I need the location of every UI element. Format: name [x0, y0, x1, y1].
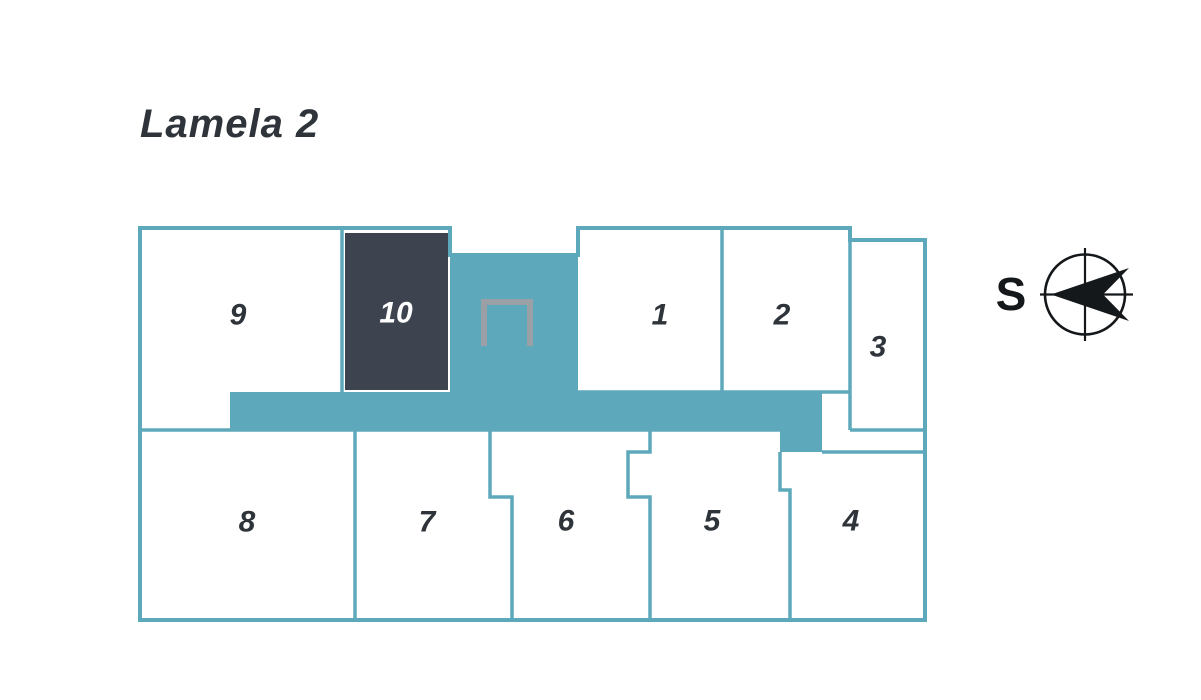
compass-needle-icon	[1051, 268, 1129, 321]
stair-flight-right	[523, 283, 561, 347]
stairwell	[459, 283, 561, 347]
compass-circle-icon	[1043, 253, 1127, 336]
unit-label-9: 9	[230, 299, 247, 332]
unit-4[interactable]	[792, 454, 923, 618]
unit-10-highlight	[345, 233, 448, 390]
stair-steps-right-icon	[524, 289, 560, 340]
stair-steps-left-icon	[460, 289, 496, 340]
unit-label-4: 4	[842, 505, 860, 538]
unit-label-7: 7	[419, 506, 437, 539]
unit-7[interactable]	[357, 432, 488, 618]
unit-1[interactable]	[580, 230, 720, 390]
elevator-outline-icon	[481, 299, 533, 346]
unit-5[interactable]	[652, 432, 778, 618]
unit-10[interactable]	[345, 233, 448, 390]
unit-label-10: 10	[379, 297, 413, 330]
unit-9[interactable]	[142, 230, 340, 390]
unit-label-5: 5	[704, 505, 722, 538]
unit-2[interactable]	[724, 230, 848, 390]
interior-walls	[140, 228, 925, 620]
stair-flight-left	[459, 283, 497, 347]
unit-label-3: 3	[870, 331, 887, 364]
unit-label-8: 8	[239, 506, 256, 539]
unit-label-1: 1	[652, 299, 669, 332]
unit-label-2: 2	[773, 299, 791, 332]
compass: S	[996, 248, 1133, 341]
compass-label: S	[996, 268, 1027, 320]
unit-6[interactable]	[514, 432, 648, 618]
unit-8[interactable]	[142, 432, 353, 618]
page-title: Lamela 2	[140, 102, 319, 146]
corridor-area	[230, 255, 822, 452]
unit-label-6: 6	[558, 505, 575, 538]
unit-3[interactable]	[852, 242, 923, 428]
